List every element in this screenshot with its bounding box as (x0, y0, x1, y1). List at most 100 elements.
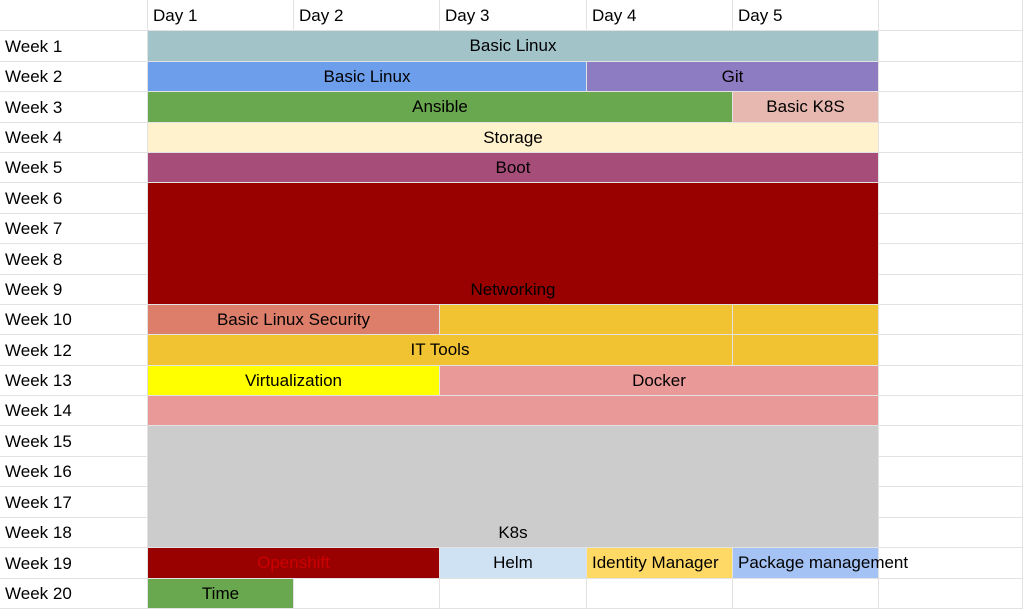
grid-cell[interactable] (0, 92, 148, 123)
topic-block[interactable]: K8s (148, 426, 879, 548)
grid-cell[interactable] (0, 548, 148, 579)
grid-cell[interactable] (0, 244, 148, 275)
topic-block[interactable]: Basic Linux Security (148, 305, 440, 335)
grid-cell[interactable] (0, 214, 148, 244)
grid-cell[interactable] (879, 123, 1023, 153)
grid-cell[interactable] (879, 457, 1023, 487)
grid-cell[interactable] (879, 31, 1023, 62)
grid-cell[interactable] (587, 579, 733, 609)
grid-cell[interactable] (879, 305, 1023, 335)
topic-label: Basic Linux Security (216, 309, 371, 329)
topic-block[interactable] (440, 305, 733, 335)
grid-cell[interactable] (0, 275, 148, 305)
topic-label: Ansible (412, 97, 468, 116)
topic-block[interactable] (733, 305, 879, 335)
grid-cell[interactable] (733, 579, 879, 609)
topic-label: Networking (470, 280, 556, 299)
grid-cell[interactable] (440, 0, 587, 31)
grid-cell[interactable] (733, 0, 879, 31)
grid-cell[interactable] (879, 548, 1023, 579)
week-label: Week 15 (5, 431, 72, 451)
topic-block[interactable]: Basic Linux (148, 31, 879, 62)
week-label: Week 12 (5, 340, 72, 360)
topic-label: Openshift (257, 553, 330, 572)
grid-cell[interactable] (879, 366, 1023, 396)
grid-cell[interactable] (879, 62, 1023, 92)
grid-cell[interactable] (879, 487, 1023, 518)
topic-block[interactable]: Virtualization (148, 366, 440, 396)
grid-cell[interactable] (879, 183, 1023, 214)
grid-cell[interactable] (294, 579, 440, 609)
grid-cell[interactable] (879, 214, 1023, 244)
topic-block[interactable]: Openshift (148, 548, 440, 579)
grid-cell[interactable] (0, 457, 148, 487)
week-label: Week 20 (5, 584, 72, 603)
topic-block[interactable]: Basic Linux (148, 62, 587, 92)
topic-block[interactable]: IT Tools (148, 335, 733, 366)
topic-label: Time (201, 583, 240, 603)
grid-cell[interactable] (879, 426, 1023, 457)
day-header: Day 4 (592, 5, 637, 25)
grid-cell[interactable] (0, 183, 148, 214)
grid-cell[interactable] (0, 305, 148, 335)
grid-cell[interactable] (879, 244, 1023, 275)
grid-cell[interactable] (0, 153, 148, 183)
topic-block[interactable]: Boot (148, 153, 879, 183)
grid-cell[interactable] (0, 123, 148, 153)
grid-cell[interactable] (879, 275, 1023, 305)
topic-block[interactable]: Ansible (148, 92, 733, 123)
week-label: Week 16 (5, 462, 72, 481)
grid-cell[interactable] (0, 518, 148, 548)
day-header: Day 3 (445, 5, 490, 25)
grid-cell[interactable] (294, 0, 440, 31)
grid-cell[interactable] (0, 396, 148, 426)
topic-block[interactable]: Docker (440, 366, 879, 396)
topic-block[interactable]: Helm (440, 548, 587, 579)
week-label: Week 5 (5, 158, 63, 177)
week-label: Week 13 (5, 371, 72, 390)
topic-block[interactable]: Networking (148, 183, 879, 305)
grid-cell[interactable] (879, 396, 1023, 426)
grid-cell[interactable] (0, 31, 148, 62)
grid-cell[interactable] (587, 0, 733, 31)
grid-cell[interactable] (0, 579, 148, 609)
day-header: Day 2 (299, 5, 344, 25)
topic-block[interactable]: Storage (148, 123, 879, 153)
topic-label: Storage (483, 127, 543, 147)
topic-block[interactable]: Basic K8S (733, 92, 879, 123)
week-label: Week 2 (5, 67, 63, 86)
grid-cell[interactable] (879, 0, 1023, 31)
grid-cell[interactable] (879, 335, 1023, 366)
grid-cell[interactable] (0, 366, 148, 396)
week-label: Week 17 (5, 492, 72, 512)
week-label: Week 4 (5, 128, 63, 147)
topic-label: Virtualization (244, 370, 343, 390)
grid-cell[interactable] (879, 518, 1023, 548)
topic-label: Boot (495, 157, 531, 177)
topic-block[interactable]: Git (587, 62, 879, 92)
topic-label: Package management (738, 553, 909, 572)
grid-cell[interactable] (440, 579, 587, 609)
topic-label: K8s (498, 523, 528, 542)
topic-block[interactable]: Identity Manager (587, 548, 733, 579)
week-label: Week 8 (5, 249, 63, 269)
week-label: Week 9 (5, 280, 63, 299)
grid-cell[interactable] (879, 92, 1023, 123)
grid-cell[interactable] (0, 335, 148, 366)
day-header: Day 1 (153, 5, 198, 25)
grid-cell[interactable] (0, 0, 148, 31)
grid-cell[interactable] (879, 579, 1023, 609)
topic-label: IT Tools (410, 340, 470, 359)
topic-block[interactable]: Time (148, 579, 294, 609)
topic-block[interactable] (733, 335, 879, 366)
week-label: Week 6 (5, 188, 63, 208)
grid-cell[interactable] (0, 426, 148, 457)
grid-cell[interactable] (0, 487, 148, 518)
grid-cell[interactable] (879, 153, 1023, 183)
topic-label: Basic Linux (323, 66, 411, 86)
topic-block[interactable]: Package management (733, 548, 908, 579)
grid-cell[interactable] (0, 62, 148, 92)
grid-cell[interactable] (148, 0, 294, 31)
topic-block[interactable] (148, 396, 879, 426)
